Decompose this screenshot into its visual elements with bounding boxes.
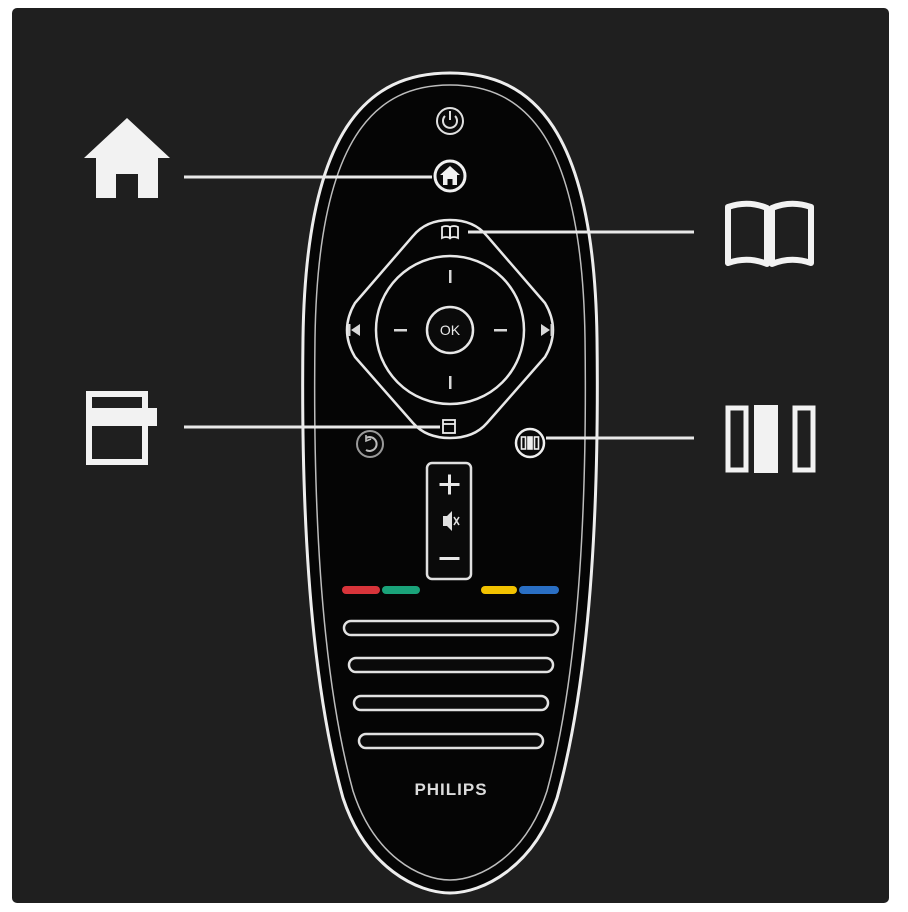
- arrow-right-button[interactable]: [494, 329, 507, 332]
- callout-adjust: [728, 405, 813, 473]
- blue-key[interactable]: [519, 586, 559, 594]
- volume-down-button[interactable]: [440, 557, 460, 560]
- home-icon: [84, 118, 170, 198]
- arrow-left-button[interactable]: [394, 329, 407, 332]
- callout-home: [84, 118, 170, 198]
- arrow-up-button[interactable]: [449, 270, 452, 283]
- key-row-4[interactable]: [359, 734, 543, 748]
- ok-label: OK: [440, 322, 461, 338]
- ok-button[interactable]: OK: [427, 307, 473, 353]
- callout-guide: [728, 204, 811, 264]
- options-icon: [89, 394, 157, 462]
- home-button[interactable]: [435, 161, 465, 191]
- key-row-3[interactable]: [354, 696, 548, 710]
- volume-down-icon: [440, 557, 460, 560]
- diagram-panel: OK: [12, 8, 889, 903]
- remote-diagram: OK: [12, 8, 889, 903]
- red-key[interactable]: [342, 586, 380, 594]
- key-row-1[interactable]: [344, 621, 558, 635]
- power-button[interactable]: [437, 108, 463, 134]
- arrow-down-button[interactable]: [449, 376, 452, 389]
- key-row-2[interactable]: [349, 658, 553, 672]
- yellow-key[interactable]: [481, 586, 517, 594]
- adjust-bars-icon: [728, 405, 813, 473]
- green-key[interactable]: [382, 586, 420, 594]
- adjust-button[interactable]: [516, 429, 544, 457]
- callout-options: [89, 394, 157, 462]
- brand-logo: PHILIPS: [414, 780, 487, 799]
- guide-book-icon: [728, 204, 811, 264]
- volume-rocker: [427, 463, 471, 579]
- back-button[interactable]: [357, 431, 383, 457]
